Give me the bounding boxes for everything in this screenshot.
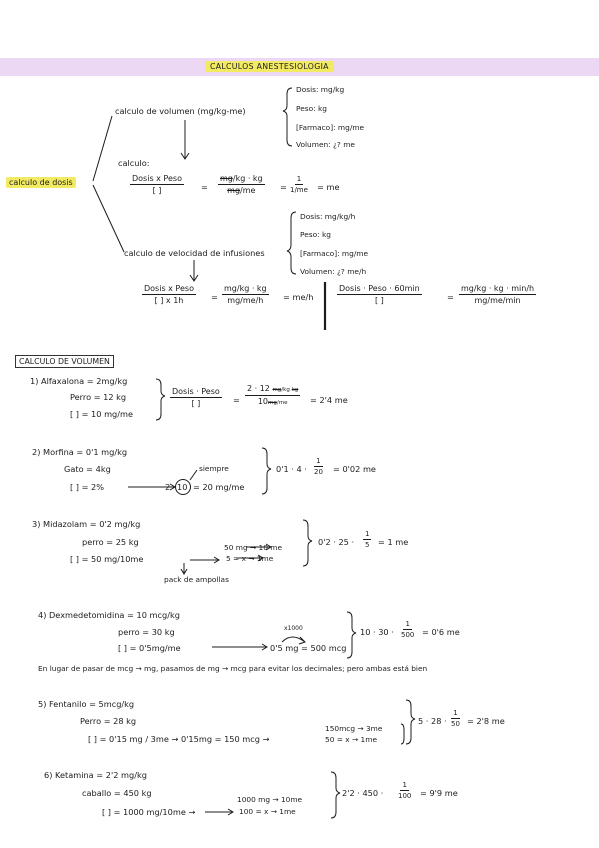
vol-brace-item: [Farmaco]: mg/me [296, 123, 365, 132]
ex2-circled-value: 10 [177, 482, 188, 492]
page-title: CALCULOS ANESTESIOLOGIA [205, 61, 334, 72]
ex5-line: Perro = 28 kg [80, 716, 137, 726]
ex3-note: pack de ampollas [164, 575, 229, 584]
ex3-line: perro = 25 kg [82, 537, 139, 547]
ex3-line: [ ] = 50 mg/10me [70, 554, 144, 564]
equals-sign: = [211, 292, 218, 302]
inf-fraction-1: Dosis x Peso[ ] x 1h [142, 284, 196, 305]
vol-brace-item: Volumen: ¿? me [296, 140, 355, 149]
ex4-line: 0'5 mg = 500 mcg [270, 643, 347, 653]
ex6-result: = 9'9 me [420, 788, 458, 798]
ex2-line: [ ] = 2% [70, 482, 105, 492]
ex2-calc: 0'1 · 4 · [276, 464, 307, 474]
ex5-result: = 2'8 me [467, 716, 505, 726]
ex6-line: caballo = 450 kg [82, 788, 152, 798]
vol-fraction-2: mg/kg · kg mg/me [218, 174, 265, 195]
ex6-ratio: 100 = x → 1me [239, 807, 296, 816]
ex4-note: x1000 [284, 625, 303, 632]
ex2-note: siempre [199, 464, 229, 473]
ex4-calc: 10 · 30 · [360, 627, 394, 637]
ex2-line: = 20 mg/me [193, 482, 245, 492]
ex3-ratio: 50 mg → 10 me [224, 543, 283, 552]
inf-fraction-3: Dosis · Peso · 60min[ ] [337, 284, 422, 305]
ex1-result: = 2'4 me [310, 395, 348, 405]
ex4-line: 4) Dexmedetomidina = 10 mcg/kg [38, 610, 180, 620]
ex1-fraction-2: 2 · 12 mg/kg kg 10mg/me [245, 384, 301, 406]
dosis-label: calculo de dosis [6, 177, 76, 188]
ex2-line: 2 · [165, 482, 176, 492]
ex2-line: 2) Morfina = 0'1 mg/kg [32, 447, 128, 457]
vol-brace-item: Dosis: mg/kg [296, 85, 345, 94]
inf-brace-item: Volumen: ¿? me/h [300, 267, 367, 276]
ex6-calc: 2'2 · 450 · [342, 788, 384, 798]
ex3-ratio: 5 = x → 1me [226, 554, 274, 563]
section-heading-volumen: CALCULO DE VOLUMEN [15, 355, 114, 368]
ex5-calc: 5 · 28 · [418, 716, 447, 726]
ex2-result: = 0'02 me [333, 464, 376, 474]
infusion-calc-label: calculo de velocidad de infusiones [124, 248, 265, 258]
equals-sign: = [280, 182, 287, 192]
ex4-result: = 0'6 me [422, 627, 460, 637]
ex4-remark: En lugar de pasar de mcg → mg, pasamos d… [38, 664, 428, 673]
calculo-label: calculo: [118, 158, 150, 168]
ex6-line: 6) Ketamina = 2'2 mg/kg [44, 770, 147, 780]
ex4-line: [ ] = 0'5mg/me [118, 643, 181, 653]
ex3-result: = 1 me [378, 537, 409, 547]
inf-brace-item: [Farmaco]: mg/me [300, 249, 369, 258]
equals-sign: = [201, 182, 208, 192]
vol-result: = me [317, 182, 340, 192]
volume-calc-label: calculo de volumen (mg/kg-me) [115, 106, 246, 116]
inf-brace-item: Dosis: mg/kg/h [300, 212, 356, 221]
ex1-line: 1) Alfaxalona = 2mg/kg [30, 376, 128, 386]
ex1-line: [ ] = 10 mg/me [70, 409, 134, 419]
ex2-line: Gato = 4kg [64, 464, 111, 474]
ex1-line: Perro = 12 kg [70, 392, 127, 402]
ex6-line: [ ] = 1000 mg/10me → [102, 807, 196, 817]
ex5-line: 5) Fentanilo = 5mcg/kg [38, 699, 135, 709]
ex3-calc: 0'2 · 25 · [318, 537, 355, 547]
equals-sign: = [447, 292, 454, 302]
ex5-ratio: 150mcg → 3me [325, 724, 383, 733]
vol-brace-item: Peso: kg [296, 104, 327, 113]
inf-brace-item: Peso: kg [300, 230, 331, 239]
ex4-line: perro = 30 kg [118, 627, 175, 637]
ex1-fraction-1: Dosis · Peso[ ] [170, 387, 222, 408]
ex3-line: 3) Midazolam = 0'2 mg/kg [32, 519, 141, 529]
ex5-line: [ ] = 0'15 mg / 3me → 0'15mg = 150 mcg → [88, 734, 270, 744]
ex6-ratio: 1000 mg → 10me [237, 795, 303, 804]
ex5-ratio: 50 = x → 1me [325, 735, 378, 744]
equals-sign: = [233, 395, 240, 405]
vol-fraction-1: Dosis x Peso[ ] [130, 174, 184, 195]
inf-result: = me/h [283, 292, 314, 302]
